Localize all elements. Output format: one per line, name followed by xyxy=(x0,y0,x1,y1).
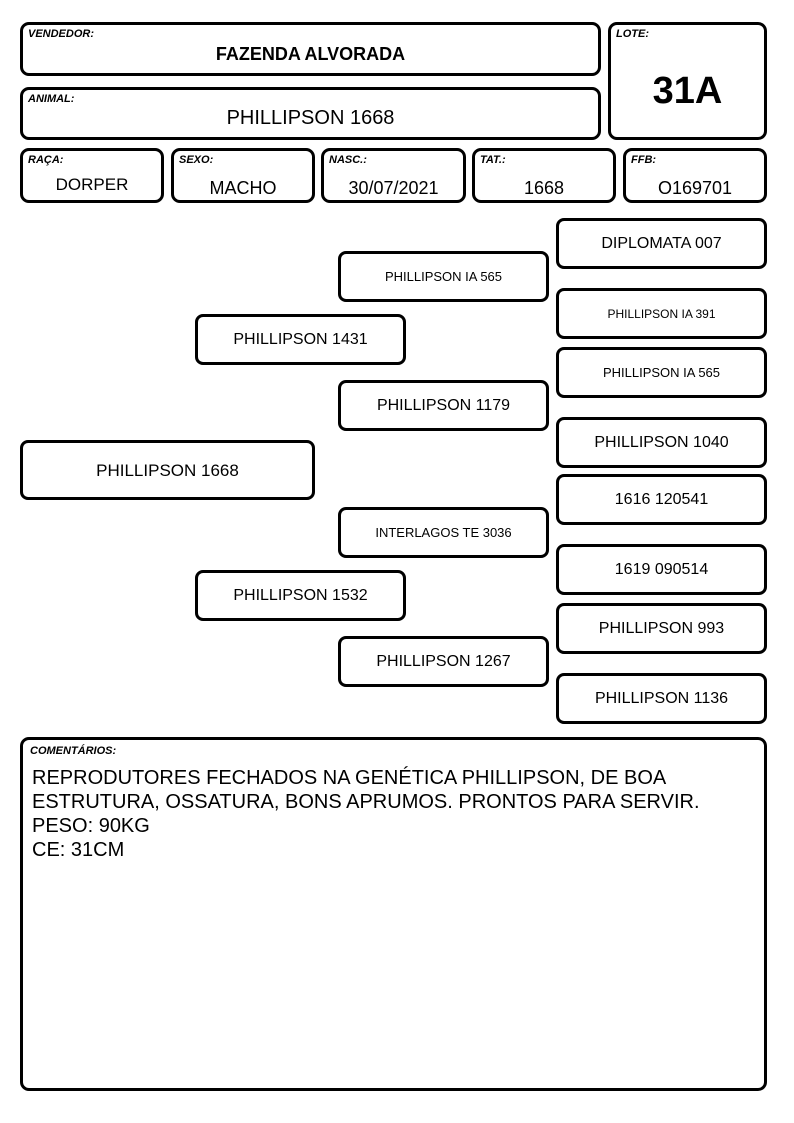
raca-box: RAÇA: DORPER xyxy=(20,148,164,203)
comentarios-line-2: ESTRUTURA, OSSATURA, BONS APRUMOS. PRONT… xyxy=(32,791,700,813)
lote-box: LOTE: 31A xyxy=(608,22,767,140)
pedigree-animal: PHILLIPSON 1668 xyxy=(20,440,315,500)
pedigree-dam-dam: PHILLIPSON 1267 xyxy=(338,636,549,687)
pedigree-sire: PHILLIPSON 1431 xyxy=(195,314,406,365)
nasc-value: 30/07/2021 xyxy=(348,178,439,198)
sexo-value: MACHO xyxy=(209,178,277,198)
sexo-label: SEXO: xyxy=(179,154,214,166)
animal-box: ANIMAL: PHILLIPSON 1668 xyxy=(20,87,601,140)
nasc-label: NASC.: xyxy=(329,154,367,166)
raca-value: DORPER xyxy=(55,175,129,194)
tat-box: TAT.: 1668 xyxy=(472,148,616,203)
sexo-box: SEXO: MACHO xyxy=(171,148,315,203)
ffb-label: FFB: xyxy=(631,154,657,166)
ffb-box: FFB: O169701 xyxy=(623,148,767,203)
pedigree-sire-sire: PHILLIPSON IA 565 xyxy=(338,251,549,302)
pedigree-sire-dam: PHILLIPSON 1179 xyxy=(338,380,549,431)
comentarios-box: COMENTÁRIOS: REPRODUTORES FECHADOS NA GE… xyxy=(20,737,767,1091)
pedigree-ggp-1: DIPLOMATA 007 xyxy=(556,218,767,269)
comentarios-line-4: CE: 31CM xyxy=(32,839,125,861)
vendedor-value: FAZENDA ALVORADA xyxy=(215,44,406,64)
raca-label: RAÇA: xyxy=(28,154,64,166)
vendedor-box: VENDEDOR: FAZENDA ALVORADA xyxy=(20,22,601,76)
pedigree-dam: PHILLIPSON 1532 xyxy=(195,570,406,621)
vendedor-label: VENDEDOR: xyxy=(28,28,95,40)
lote-label: LOTE: xyxy=(616,28,649,40)
pedigree-ggp-5: 1616 120541 xyxy=(556,474,767,525)
pedigree-dam-sire: INTERLAGOS TE 3036 xyxy=(338,507,549,558)
pedigree-ggp-3: PHILLIPSON IA 565 xyxy=(556,347,767,398)
comentarios-label: COMENTÁRIOS: xyxy=(30,745,117,757)
comentarios-text: REPRODUTORES FECHADOS NA GENÉTICA PHILLI… xyxy=(32,766,752,862)
comentarios-line-1: REPRODUTORES FECHADOS NA GENÉTICA PHILLI… xyxy=(32,767,667,789)
nasc-box: NASC.: 30/07/2021 xyxy=(321,148,466,203)
pedigree-ggp-2: PHILLIPSON IA 391 xyxy=(556,288,767,339)
animal-label: ANIMAL: xyxy=(28,93,75,105)
tat-label: TAT.: xyxy=(480,154,506,166)
pedigree-ggp-6: 1619 090514 xyxy=(556,544,767,595)
tat-value: 1668 xyxy=(523,178,565,198)
lote-value: 31A xyxy=(652,70,723,112)
pedigree-ggp-7: PHILLIPSON 993 xyxy=(556,603,767,654)
pedigree-ggp-4: PHILLIPSON 1040 xyxy=(556,417,767,468)
pedigree-ggp-8: PHILLIPSON 1136 xyxy=(556,673,767,724)
ffb-value: O169701 xyxy=(657,178,733,198)
comentarios-line-3: PESO: 90KG xyxy=(32,815,150,837)
animal-value: PHILLIPSON 1668 xyxy=(226,107,395,129)
